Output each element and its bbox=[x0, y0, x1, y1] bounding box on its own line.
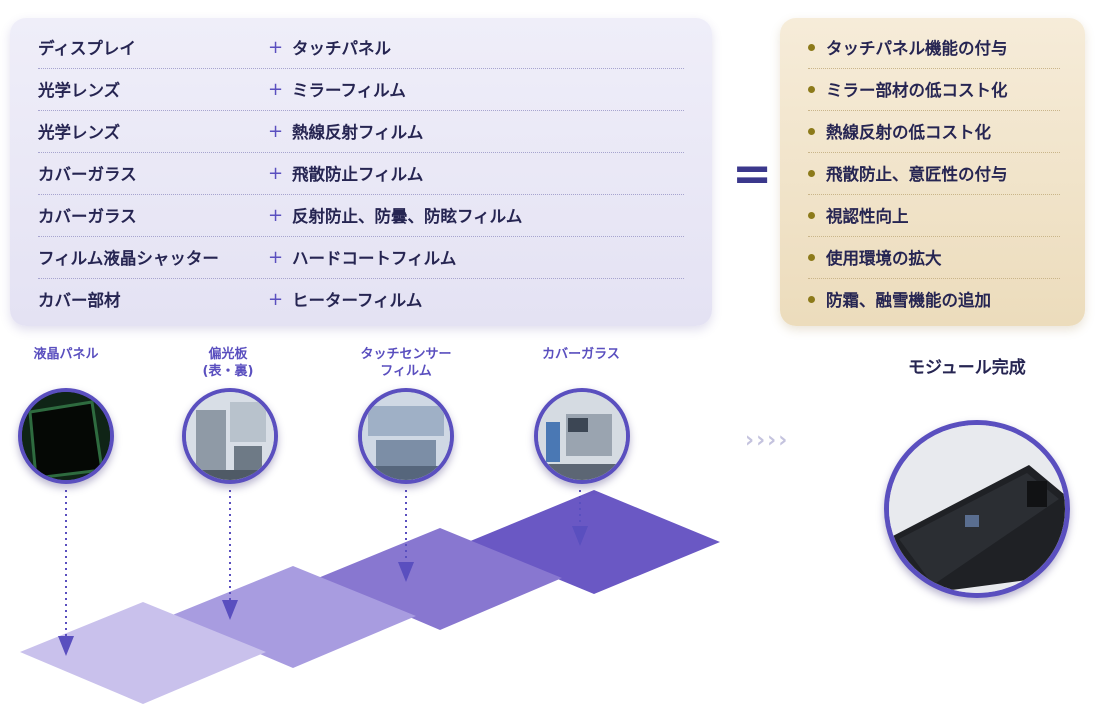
benefit-label: 飛散防止、意匠性の付与 bbox=[826, 165, 1008, 184]
glass-assembly-photo bbox=[534, 388, 630, 484]
component-label: ディスプレイ bbox=[38, 39, 136, 58]
combination-row: カバー部材 + ヒーターフィルム bbox=[38, 278, 684, 320]
bullet-icon bbox=[808, 127, 815, 135]
film-label: 反射防止、防曇、防眩フィルム bbox=[292, 207, 523, 226]
benefit-label: タッチパネル機能の付与 bbox=[826, 39, 1008, 58]
film-label: ミラーフィルム bbox=[292, 81, 406, 100]
chevron-arrows-icon: ›››› bbox=[745, 428, 790, 453]
plus-icon: + bbox=[268, 120, 284, 142]
component-label: カバーガラス bbox=[38, 165, 137, 184]
benefit-label: 使用環境の拡大 bbox=[826, 249, 942, 268]
film-label: ハードコートフィルム bbox=[292, 249, 457, 268]
plus-icon: + bbox=[268, 162, 284, 184]
factory-machine-icon bbox=[186, 392, 274, 480]
layer-label-line: 偏光板 bbox=[208, 347, 248, 362]
combination-row: ディスプレイ + タッチパネル bbox=[38, 26, 684, 69]
lcd-panel-icon bbox=[22, 392, 110, 480]
combination-row: 光学レンズ + ミラーフィルム bbox=[38, 68, 684, 111]
finished-module-photo bbox=[884, 420, 1070, 598]
combination-row: カバーガラス + 飛散防止フィルム bbox=[38, 152, 684, 195]
film-label: ヒーターフィルム bbox=[292, 291, 423, 310]
benefit-label: 熱線反射の低コスト化 bbox=[826, 123, 991, 142]
layer-label-line: フィルム bbox=[380, 364, 432, 379]
benefit-item: 使用環境の拡大 bbox=[808, 236, 1060, 279]
bullet-icon bbox=[808, 43, 815, 51]
plus-icon: + bbox=[268, 78, 284, 100]
plus-icon: + bbox=[268, 288, 284, 310]
component-label: 光学レンズ bbox=[38, 81, 121, 100]
layer-sheet-polarizer bbox=[170, 566, 416, 668]
layer-label: タッチセンサー フィルム bbox=[348, 346, 464, 380]
benefit-item: 視認性向上 bbox=[808, 194, 1060, 237]
benefit-item: 熱線反射の低コスト化 bbox=[808, 110, 1060, 153]
film-line-photo bbox=[358, 388, 454, 484]
bullet-icon bbox=[808, 169, 815, 177]
film-label: 飛散防止フィルム bbox=[292, 165, 424, 184]
film-line-icon bbox=[362, 392, 450, 480]
combination-panel bbox=[10, 18, 712, 326]
bullet-icon bbox=[808, 295, 815, 303]
plus-icon: + bbox=[268, 246, 284, 268]
benefit-item: タッチパネル機能の付与 bbox=[808, 26, 1060, 69]
layer-label: カバーガラス bbox=[526, 346, 636, 363]
film-label: 熱線反射フィルム bbox=[292, 123, 424, 142]
bullet-icon bbox=[808, 253, 815, 261]
module-title: モジュール完成 bbox=[908, 358, 1026, 378]
benefit-item: ミラー部材の低コスト化 bbox=[808, 68, 1060, 111]
benefit-label: 防霜、融雪機能の追加 bbox=[826, 291, 991, 310]
layer-label-line: タッチセンサー bbox=[360, 347, 452, 362]
layer-label-line: 液晶パネル bbox=[33, 347, 99, 362]
combination-row: フィルム液晶シャッター + ハードコートフィルム bbox=[38, 236, 684, 279]
equals-icon: = bbox=[732, 146, 773, 202]
film-label: タッチパネル bbox=[292, 39, 391, 58]
layer-label-line: (表・裏) bbox=[202, 364, 254, 379]
benefit-item: 防霜、融雪機能の追加 bbox=[808, 278, 1060, 320]
bullet-icon bbox=[808, 85, 815, 93]
layer-label-line: カバーガラス bbox=[542, 347, 620, 362]
plus-icon: + bbox=[268, 36, 284, 58]
combination-row: カバーガラス + 反射防止、防曇、防眩フィルム bbox=[38, 194, 684, 237]
glass-assembly-icon bbox=[538, 392, 626, 480]
bullet-icon bbox=[808, 211, 815, 219]
lcd-panel-photo bbox=[18, 388, 114, 484]
benefit-panel bbox=[780, 18, 1085, 326]
component-label: カバー部材 bbox=[38, 291, 121, 310]
factory-machine-photo bbox=[182, 388, 278, 484]
layer-label: 液晶パネル bbox=[20, 346, 112, 363]
component-label: カバーガラス bbox=[38, 207, 137, 226]
layer-sheet-lcd bbox=[20, 602, 266, 704]
benefit-label: 視認性向上 bbox=[826, 207, 909, 226]
finished-module-icon bbox=[889, 425, 1065, 593]
component-label: フィルム液晶シャッター bbox=[38, 249, 219, 268]
benefit-item: 飛散防止、意匠性の付与 bbox=[808, 152, 1060, 195]
layer-sheet-touch-film bbox=[318, 528, 562, 630]
benefit-label: ミラー部材の低コスト化 bbox=[826, 81, 1008, 100]
component-label: 光学レンズ bbox=[38, 123, 121, 142]
plus-icon: + bbox=[268, 204, 284, 226]
combination-row: 光学レンズ + 熱線反射フィルム bbox=[38, 110, 684, 153]
layer-label: 偏光板 (表・裏) bbox=[182, 346, 274, 380]
